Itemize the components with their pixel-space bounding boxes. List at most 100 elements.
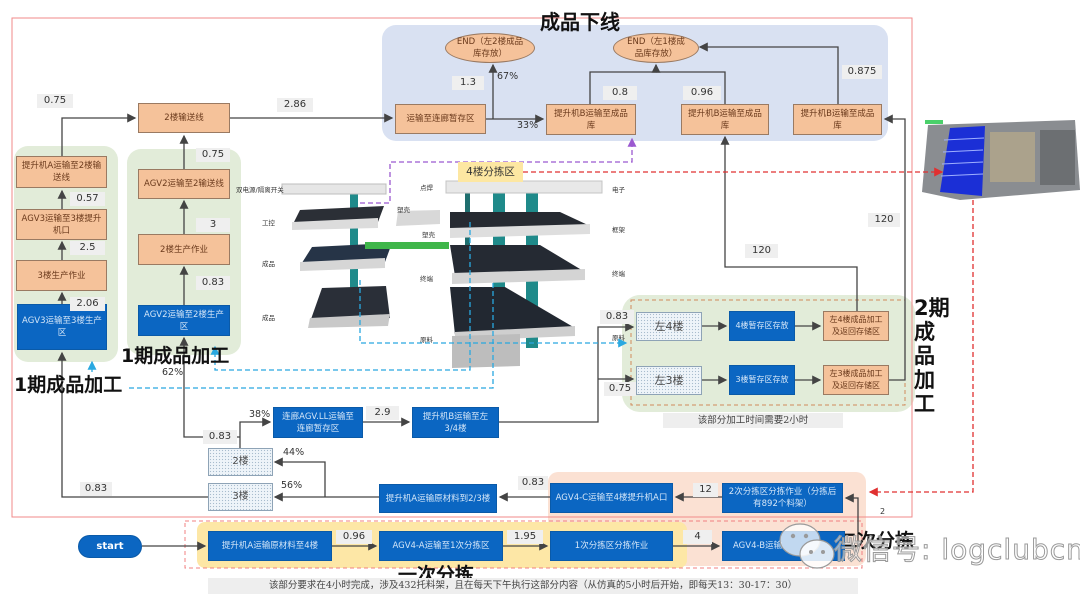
edge-label: 0.57 [70, 192, 105, 206]
edge-label: 1.95 [507, 530, 543, 544]
node-agv4b[interactable]: AGV4-B运输 [722, 531, 845, 561]
first-sort-note: 该部分要求在4小时完成，涉及432托料架，且在每天下午执行这部分内容（从仿真的5… [208, 578, 858, 594]
node-lift-a-to-conveyor[interactable]: 提升机A运输至2楼输送线 [16, 156, 107, 188]
left-tower-model [281, 183, 449, 328]
model-label-spot-weld: 点焊 [420, 184, 433, 192]
edge-label: 0.8 [603, 86, 637, 100]
node-corridor-buffer[interactable]: 运输至连廊暂存区 [395, 104, 486, 134]
phase2-dashed-border [630, 299, 906, 406]
node-sort2-operation[interactable]: 2次分拣区分拣作业（分拣后有892个料架） [722, 483, 843, 513]
platform-raw [450, 287, 575, 335]
node-left-3f[interactable]: 左3楼 [636, 366, 702, 395]
edge-label: 0.83 [203, 430, 237, 444]
node-storage-3f[interactable]: 3楼暂存区存放 [729, 365, 795, 395]
edge-label: 0.96 [336, 530, 372, 544]
first-sort-dashed-border [184, 520, 863, 569]
node-agv4a[interactable]: AGV4-A运输至1次分拣区 [379, 531, 503, 561]
cyan-dashed-connector [359, 280, 628, 348]
connector [883, 114, 906, 381]
platform-frame-edge [450, 224, 590, 238]
red-dashed-connector [868, 200, 974, 497]
connector [239, 417, 272, 448]
connector [57, 351, 208, 498]
platform-4 [310, 286, 390, 322]
edge-label: 33% [517, 120, 539, 131]
node-lift-a-raw-2-3f[interactable]: 提升机A运输原材料到2/3楼 [379, 484, 497, 513]
node-floor-2[interactable]: 2楼 [208, 448, 273, 476]
node-agv3-to-production[interactable]: AGV3运输至3楼生产区 [17, 304, 107, 350]
end-node-2f-store[interactable]: END（左2楼成品库存放） [445, 33, 535, 63]
connector [656, 71, 726, 104]
edge-label: 2.86 [277, 98, 313, 112]
edge-label: 67% [497, 71, 519, 82]
connector [698, 42, 839, 104]
node-left-4f[interactable]: 左4楼 [636, 312, 702, 341]
edge-label: 0.75 [37, 94, 73, 108]
node-agv3-to-lift[interactable]: AGV3运输至3楼提升机口 [16, 209, 107, 240]
edge-label: 0.83 [600, 310, 634, 324]
model-label-plastic-case-b: 塑壳 [422, 231, 435, 239]
node-process-3f[interactable]: 左3楼成品加工及返回存储区 [823, 365, 889, 395]
right-cluster-model [396, 180, 603, 368]
model-label-finished-lower: 成品 [262, 314, 275, 322]
platform-top [281, 183, 387, 195]
node-storage-4f[interactable]: 4楼暂存区存放 [729, 311, 795, 341]
model-label-raw-right: 原料 [612, 334, 625, 342]
model-label-electronics: 电子 [612, 186, 625, 194]
column [350, 188, 358, 298]
node-agv4c[interactable]: AGV4-C运输至4楼提升机A口 [550, 483, 673, 513]
edge-label: 56% [281, 480, 303, 491]
edge-label: 4 [683, 530, 712, 544]
start-node[interactable]: start [78, 535, 142, 558]
edge-label: 44% [283, 447, 305, 458]
platform-4-edge [308, 314, 390, 328]
main-frame-border [11, 17, 913, 518]
end-node-1f-store[interactable]: END（左1楼成品库存放） [613, 33, 699, 63]
node-floor-3[interactable]: 3楼 [208, 483, 273, 511]
node-agv2-to-conveyor[interactable]: AGV2运输至2输送线 [138, 169, 230, 199]
phase1-label-b: 1期成品加工 [14, 374, 123, 396]
connector [589, 63, 661, 104]
page-title: 成品下线 [540, 10, 620, 34]
node-lift-b-store-1[interactable]: 提升机B运输至成品库 [546, 104, 636, 135]
node-lift-b-store-3[interactable]: 提升机B运输至成品库 [793, 104, 882, 135]
node-lift-b-store-2[interactable]: 提升机B运输至成品库 [681, 104, 769, 135]
edge-label: 2.06 [70, 297, 105, 311]
node-conveyor-2f[interactable]: 2楼输送线 [138, 103, 230, 133]
edge-label: 2 [880, 507, 886, 516]
node-corridor-agv[interactable]: 连廊AGV.LL运输至连廊暂存区 [273, 407, 363, 438]
phase2-note: 该部分加工时间需要2小时 [663, 413, 843, 428]
node-production-2f[interactable]: 2楼生产作业 [138, 234, 230, 265]
phase2-label-line: 2期 [914, 296, 950, 320]
node-sort1-operation[interactable]: 1次分拣区分拣作业 [550, 531, 673, 561]
platform-terminal [450, 245, 585, 276]
connector [61, 113, 137, 156]
edge-label: 0.83 [518, 476, 548, 490]
edge-label: 0.96 [683, 86, 721, 100]
model-label-industrial-control: 工控 [262, 219, 275, 227]
edge-label: 0.875 [842, 65, 882, 79]
node-agv2-to-production[interactable]: AGV2运输至2楼生产区 [138, 305, 230, 336]
node-lift-a-raw-4f[interactable]: 提升机A运输原材料至4楼 [208, 531, 332, 561]
phase2-label-line: 工 [914, 392, 935, 416]
connector [844, 493, 859, 547]
node-production-3f[interactable]: 3楼生产作业 [16, 260, 107, 291]
node-process-4f[interactable]: 左4楼成品加工及返回存储区 [823, 311, 889, 341]
phase2-label-line: 品 [914, 344, 935, 368]
edge-label: 1.3 [452, 76, 484, 90]
edge-label: 38% [249, 409, 271, 420]
edge-label: 120 [868, 213, 900, 227]
edge-label: 2.9 [366, 406, 399, 420]
cyan-dashed-connector [128, 283, 494, 389]
model-label-plastic-case-a: 塑壳 [397, 206, 410, 214]
edge-label: 3 [196, 218, 230, 232]
phase1-label-a: 1期成品加工 [121, 345, 230, 367]
platform-terminal-edge [452, 269, 585, 284]
second-sort-label: 二次分拣 [838, 530, 915, 552]
edge-label: 0.75 [604, 382, 636, 396]
platform-top [445, 180, 603, 194]
floorplan-3d-image [922, 120, 1080, 200]
node-lift-b-to-3-4f[interactable]: 提升机B运输至左3/4楼 [412, 407, 499, 438]
edge-label: 12 [693, 483, 718, 497]
